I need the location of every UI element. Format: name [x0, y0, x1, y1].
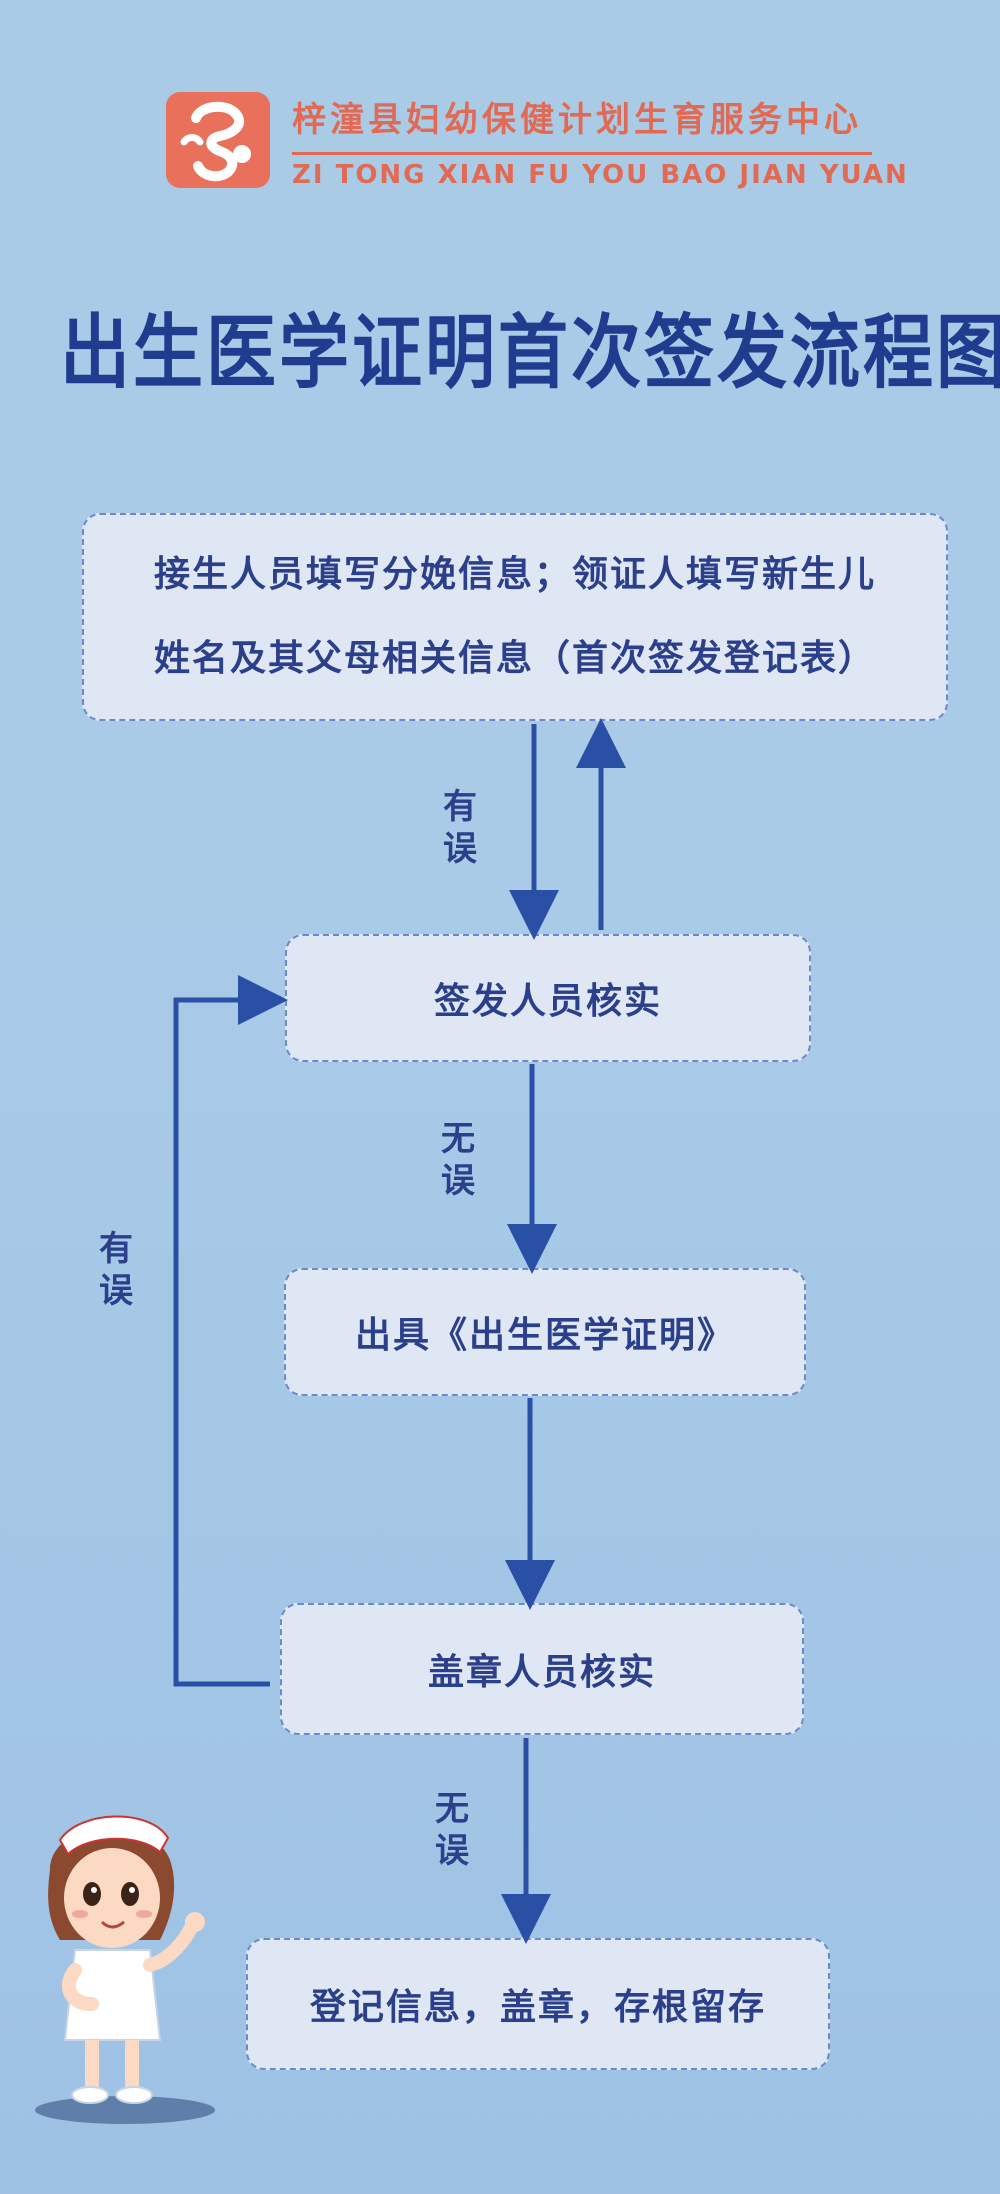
step-fill-info-line1: 接生人员填写分娩信息；领证人填写新生儿 — [153, 554, 876, 595]
step-fill-info-line2: 姓名及其父母相关信息（首次签发登记表） — [153, 638, 876, 679]
step-stamper-verify: 盖章人员核实 — [280, 1603, 804, 1735]
step-register-stamp: 登记信息，盖章，存根留存 — [246, 1938, 830, 2070]
step-issue-certificate: 出具《出生医学证明》 — [284, 1268, 806, 1396]
logo — [166, 92, 270, 188]
org-name-cn: 梓潼县妇幼保健计划生育服务中心 — [292, 100, 862, 140]
page-title: 出生医学证明首次签发流程图 — [60, 305, 1000, 400]
arrow-back-to-verify — [173, 975, 288, 1687]
label-ok-2: 无 误 — [435, 1789, 469, 1871]
step-fill-info: 接生人员填写分娩信息；领证人填写新生儿 姓名及其父母相关信息（首次签发登记表） — [82, 513, 948, 721]
label-ok-1: 无 误 — [441, 1119, 475, 1201]
step-issuer-verify: 签发人员核实 — [285, 934, 811, 1062]
nurse-cartoon-icon — [35, 1815, 215, 2124]
org-divider — [292, 152, 872, 155]
label-error-2: 有 误 — [99, 1229, 133, 1311]
org-name-en: ZI TONG XIAN FU YOU BAO JIAN YUAN — [292, 160, 909, 190]
stylized-mother-child-icon — [180, 101, 251, 182]
label-error-1: 有 误 — [443, 787, 477, 869]
